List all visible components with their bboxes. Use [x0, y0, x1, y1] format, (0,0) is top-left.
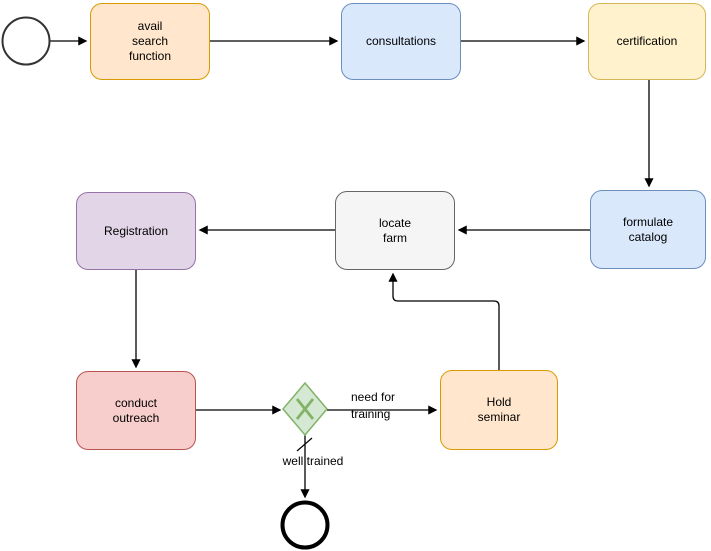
- task-formulate-catalog[interactable]: formulate catalog: [590, 190, 706, 269]
- edge-label-well-trained: well trained: [282, 454, 344, 468]
- task-certification[interactable]: certification: [588, 3, 706, 80]
- task-avail-search-function[interactable]: avail search function: [90, 3, 210, 80]
- task-consultations[interactable]: consultations: [341, 3, 461, 80]
- task-conduct-outreach[interactable]: conduct outreach: [76, 371, 196, 450]
- task-label: Registration: [103, 223, 169, 238]
- task-label: Hold seminar: [477, 395, 521, 424]
- end-event[interactable]: [280, 500, 330, 550]
- task-label: formulate catalog: [622, 214, 674, 244]
- task-label: locate farm: [378, 215, 412, 245]
- task-label: avail search function: [128, 19, 172, 63]
- task-hold-seminar[interactable]: Hold seminar: [440, 370, 558, 450]
- task-label: conduct outreach: [112, 395, 160, 425]
- start-event[interactable]: [1, 16, 51, 66]
- task-locate-farm[interactable]: locate farm: [335, 191, 455, 270]
- task-label: certification: [616, 34, 678, 48]
- edge-hold-seminar-to-locate-farm[interactable]: [388, 272, 500, 370]
- task-label: consultations: [365, 34, 437, 48]
- default-flow-slash-icon: [296, 437, 313, 452]
- task-registration[interactable]: Registration: [76, 192, 196, 270]
- edge-label-need-for-training: need for training: [351, 390, 396, 421]
- gateway-x-icon: [295, 398, 315, 420]
